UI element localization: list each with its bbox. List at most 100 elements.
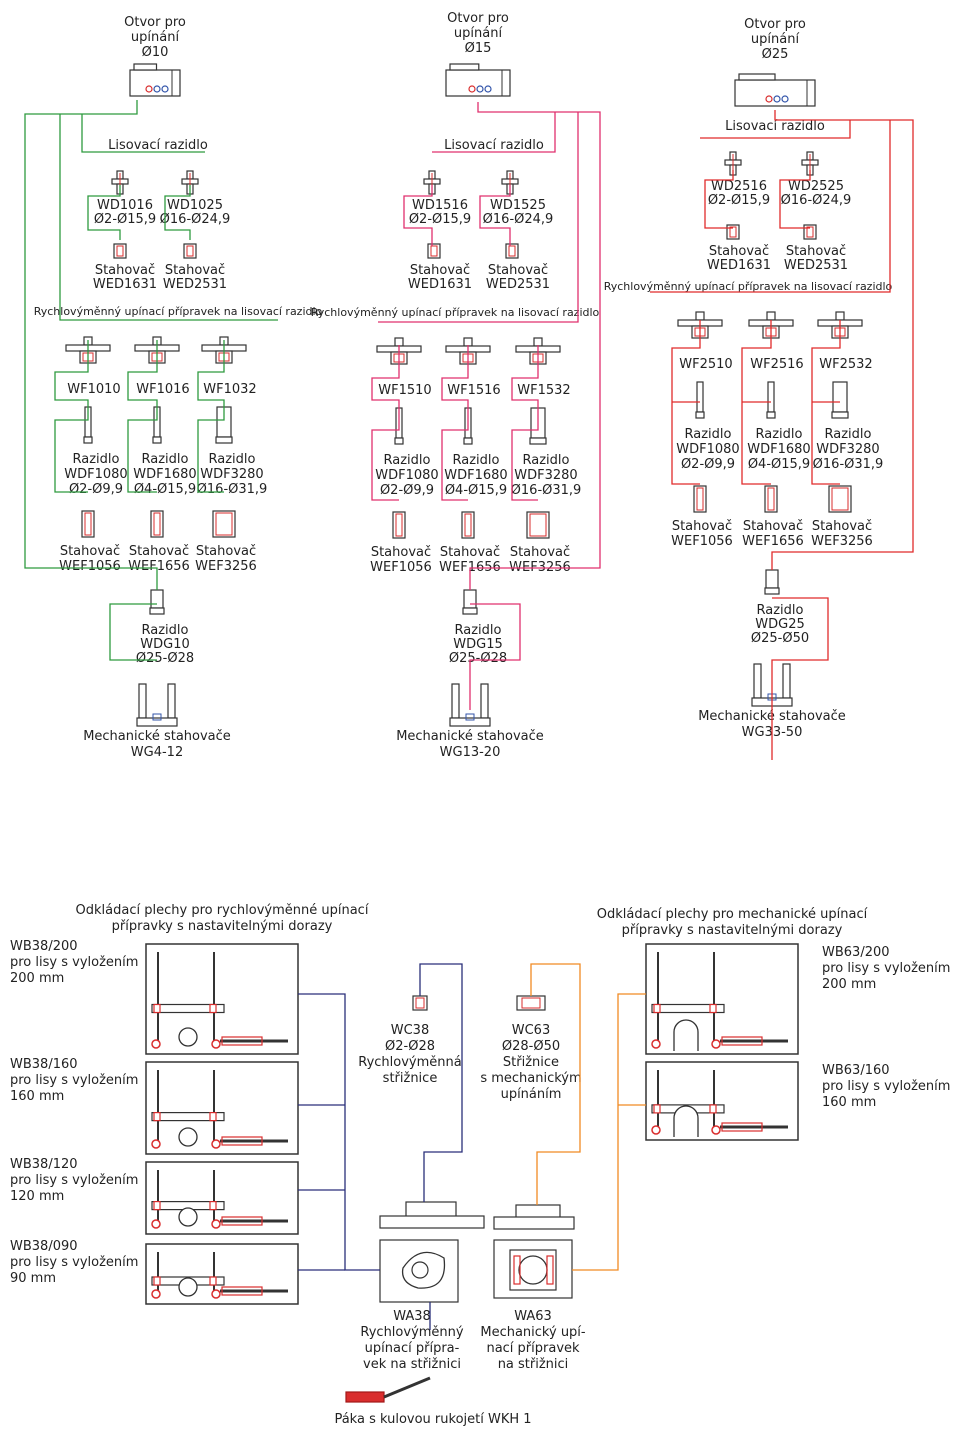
punch-label-line: Ø16-Ø31,9 xyxy=(813,457,884,472)
bolt-icon xyxy=(651,1039,661,1049)
stripper-label-line: Stahovač xyxy=(488,263,548,278)
stripper-icon-bore xyxy=(186,245,194,257)
heavy-punch-icon xyxy=(149,589,165,615)
stop-clamp xyxy=(153,1276,161,1286)
connector-line xyxy=(87,185,121,240)
column-header-line: Otvor pro xyxy=(124,15,186,30)
plate-wb38 xyxy=(145,1161,299,1235)
press-punch-label-line: Ø16-Ø24,9 xyxy=(781,193,852,208)
plate-wb38-label-line: 200 mm xyxy=(10,971,64,986)
fixture-wa63-label-line: WA63 xyxy=(514,1309,552,1324)
die-wc63-label-line: WC63 xyxy=(512,1023,550,1038)
die-wc38-icon-bore xyxy=(415,997,425,1009)
mechanical-plates-title-line: Odkládací plechy pro mechanické upínací xyxy=(597,907,868,922)
stripper-label-line: WEF1656 xyxy=(128,559,190,574)
press-punch-label-line: WD2525 xyxy=(788,179,844,194)
stripper-label-line: Stahovač xyxy=(95,263,155,278)
heavy-punch-icon-body xyxy=(463,589,477,609)
connector-line xyxy=(54,340,89,493)
stripper-label-line: WEF3256 xyxy=(195,559,257,574)
connector-line xyxy=(771,597,829,760)
press-punch-title: Lisovací razidlo xyxy=(108,138,208,153)
die-opening xyxy=(178,1127,198,1147)
bolt-icon xyxy=(151,1139,161,1149)
stripper-icon-body xyxy=(212,510,236,538)
plate-wb38-label-line: pro lisy s vyložením xyxy=(10,1173,138,1188)
bolt-icon xyxy=(211,1139,221,1149)
punch-label-line: Razidlo xyxy=(453,453,500,468)
fixture-wa38-icon xyxy=(379,1201,485,1303)
stop-clamp xyxy=(153,1111,161,1122)
plate-wb63-label-line: WB63/160 xyxy=(822,1063,890,1078)
heavy-punch-label-line: Razidlo xyxy=(757,603,804,618)
bolt-icon xyxy=(651,1125,661,1135)
stripper-icon-bore xyxy=(215,512,233,536)
quick-plates-title-line: přípravky s nastavitelnými dorazy xyxy=(112,919,333,934)
press-punch-title: Lisovací razidlo xyxy=(444,138,544,153)
fixture-wa38-label-line: upínací přípra- xyxy=(365,1341,460,1356)
stripper-icon-bore xyxy=(116,245,124,257)
mount-block-lip xyxy=(738,73,776,81)
stripper-label-line: WEF1656 xyxy=(742,534,804,549)
punch-icon-tip xyxy=(831,411,849,419)
punch-label-line: WDF1680 xyxy=(747,442,810,457)
stripper-label-line: WEF1056 xyxy=(671,534,733,549)
punch-label-line: Ø4-Ø15,9 xyxy=(445,483,507,498)
bolt-icon xyxy=(773,95,781,103)
stop-clamp xyxy=(709,1003,717,1014)
stripper-label-line: Stahovač xyxy=(786,244,846,259)
stop-clamp xyxy=(209,1276,217,1286)
connector-line xyxy=(479,185,511,246)
stop-clamp xyxy=(153,1003,161,1014)
connector-line xyxy=(441,345,469,501)
punch-icon-tip xyxy=(83,436,93,444)
bolt-icon xyxy=(145,85,153,93)
stripper-label-line: WEF1056 xyxy=(370,560,432,575)
punch-label-line: Razidlo xyxy=(685,427,732,442)
connector-line xyxy=(779,170,811,229)
column-header-line: Ø10 xyxy=(142,45,169,60)
connector-line xyxy=(378,112,579,323)
lever-wkh-label-line: Páka s kulovou rukojetí WKH 1 xyxy=(334,1412,531,1427)
heavy-punch-icon xyxy=(764,569,780,595)
mechanical-stripper-icon-left-arm xyxy=(138,683,147,719)
stripper-label-line: Stahovač xyxy=(743,519,803,534)
punch-label-line: WDF1080 xyxy=(64,467,127,482)
connector-line xyxy=(530,963,581,1205)
fixture-label: WF2516 xyxy=(750,357,803,372)
die-opening xyxy=(178,1207,198,1227)
stripper-icon-bore xyxy=(831,487,849,511)
column-header-line: upínání xyxy=(454,26,503,41)
bolt-icon xyxy=(711,1039,721,1049)
die-wc38-icon xyxy=(412,995,428,1011)
top-plate xyxy=(379,1215,485,1229)
die-opening xyxy=(178,1277,198,1297)
stop-clamp xyxy=(709,1104,717,1114)
bolt-icon xyxy=(468,85,476,93)
plate-wb38-label-line: 160 mm xyxy=(10,1089,64,1104)
mechanical-stripper-icon-right-arm xyxy=(480,683,489,719)
column-header-line: Ø25 xyxy=(762,47,789,62)
heavy-punch-label-line: Ø25-Ø28 xyxy=(449,651,507,666)
bolt-icon xyxy=(211,1219,221,1229)
stripper-label-line: WED2531 xyxy=(163,277,227,292)
stripper-icon xyxy=(427,243,441,259)
bolt-icon xyxy=(765,95,773,103)
plate-wb63-label-line: 200 mm xyxy=(822,977,876,992)
heavy-punch-icon-body xyxy=(765,569,779,589)
plate-wb38-label-line: WB38/160 xyxy=(10,1057,78,1072)
